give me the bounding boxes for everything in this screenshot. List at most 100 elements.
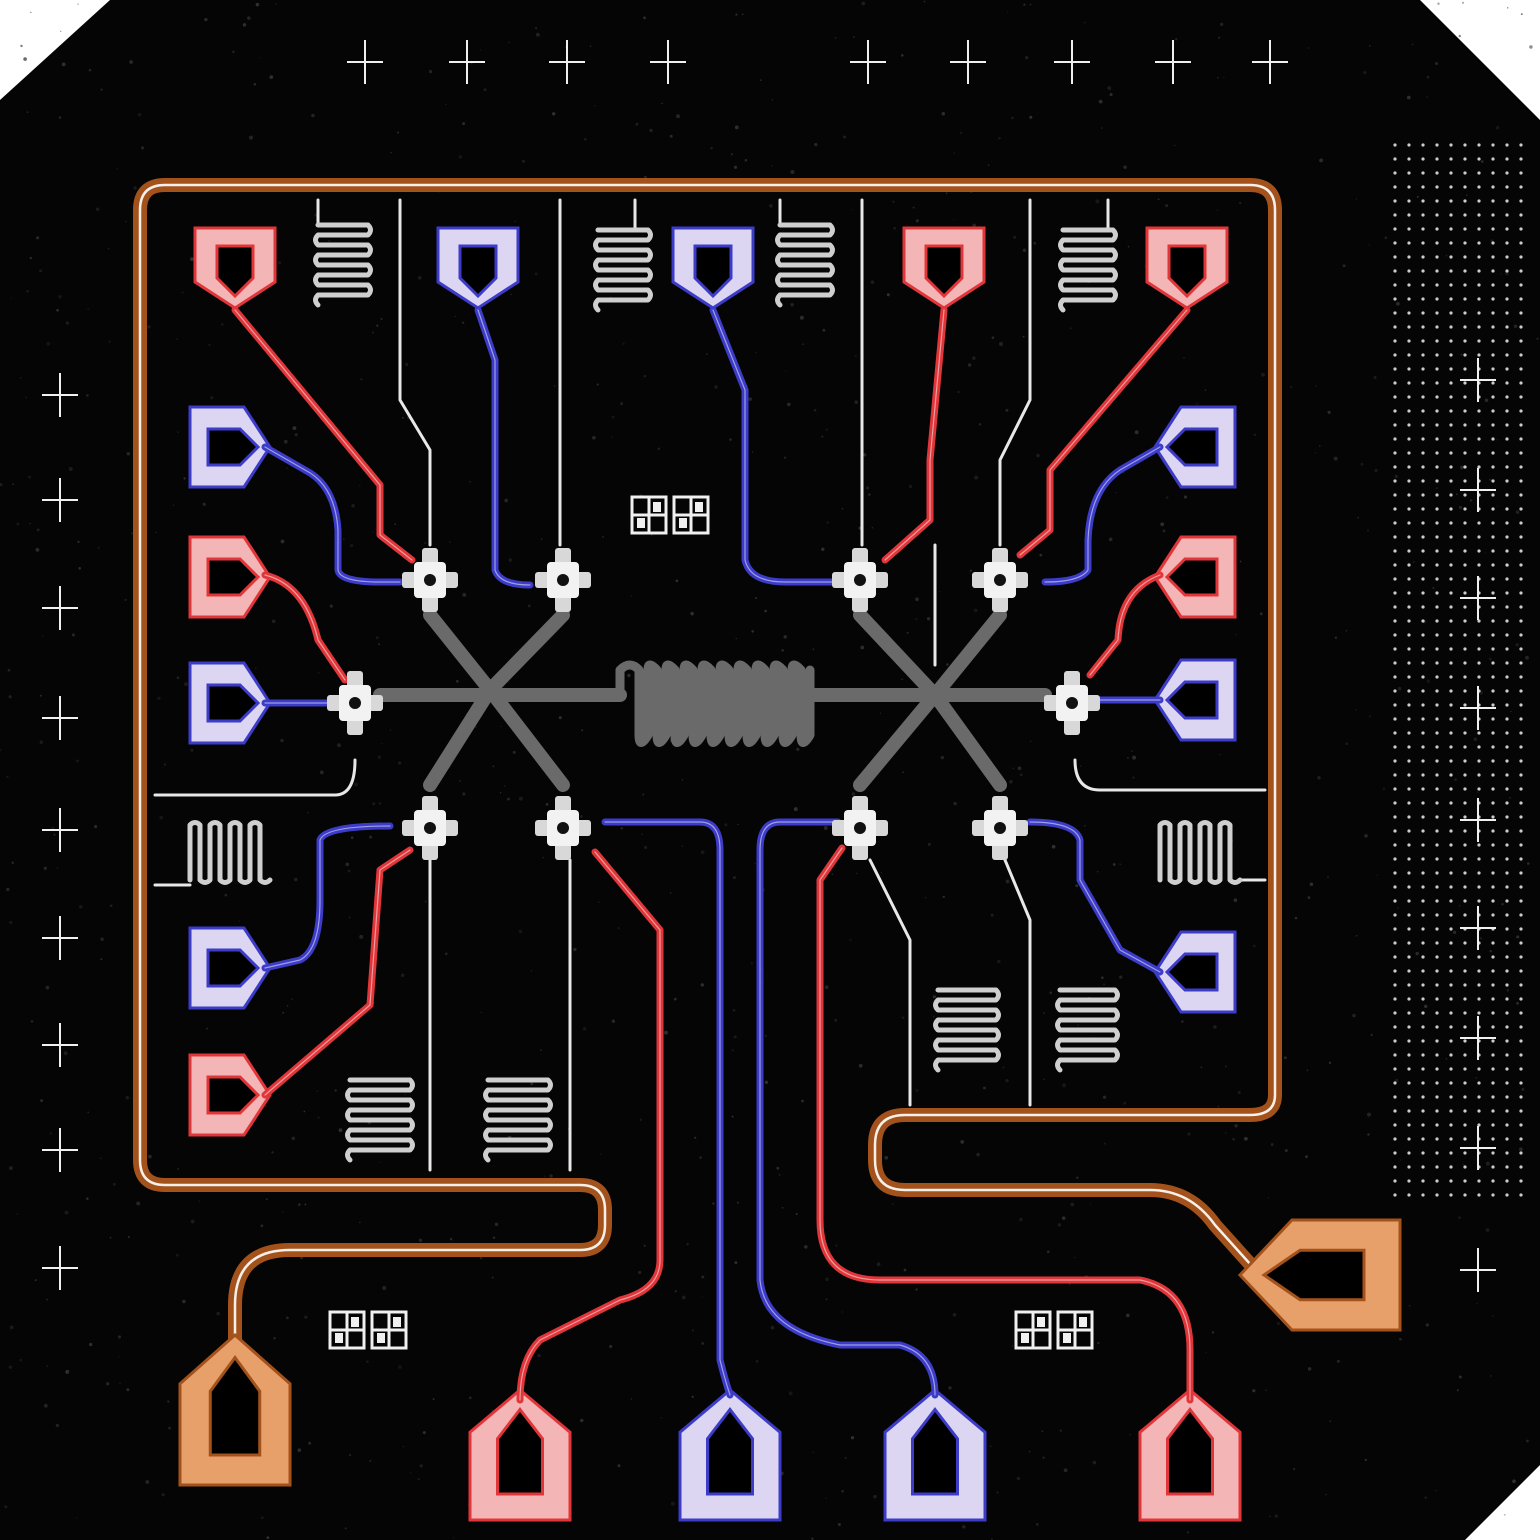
via-dot — [1407, 1081, 1411, 1085]
via-dot — [1477, 269, 1481, 273]
via-dot — [1421, 829, 1425, 833]
via-dot — [1435, 969, 1439, 973]
speckle — [157, 696, 161, 700]
via-dot — [1393, 451, 1397, 455]
via-dot — [1449, 689, 1453, 693]
via-dot — [1421, 815, 1425, 819]
speckle — [11, 861, 14, 864]
speckle — [1270, 1143, 1274, 1146]
via-dot — [1435, 885, 1439, 889]
speckle — [694, 1136, 697, 1139]
via-dot — [1463, 1165, 1467, 1169]
speckle — [923, 0, 926, 3]
via-dot — [1393, 703, 1397, 707]
speckle — [1314, 385, 1317, 388]
via-dot — [1505, 633, 1509, 637]
speckle — [470, 62, 473, 65]
via-dot — [1463, 787, 1467, 791]
speckle — [177, 431, 179, 433]
via-dot — [1393, 605, 1397, 609]
via-dot — [1421, 185, 1425, 189]
via-dot — [1519, 577, 1523, 581]
via-dot — [1449, 731, 1453, 735]
via-dot — [1421, 605, 1425, 609]
via-dot — [1435, 1067, 1439, 1071]
speckle — [1355, 935, 1358, 937]
speckle — [36, 236, 40, 240]
speckle — [751, 451, 754, 453]
speckle — [825, 1298, 828, 1301]
speckle — [30, 1019, 34, 1023]
speckle — [253, 83, 257, 86]
via-dot — [1491, 157, 1495, 161]
speckle — [398, 1365, 402, 1369]
speckle — [754, 596, 758, 600]
via-dot — [1435, 913, 1439, 917]
via-dot — [1407, 759, 1411, 763]
speckle — [990, 913, 994, 917]
via-dot — [1505, 367, 1509, 371]
crosshair-marker — [42, 586, 78, 630]
speckle — [1325, 1493, 1327, 1496]
via-dot — [1505, 1053, 1509, 1057]
speckle — [948, 1386, 952, 1390]
via-dot — [1393, 731, 1397, 735]
speckle — [129, 60, 133, 64]
qubit — [535, 548, 591, 612]
speckle — [1516, 956, 1518, 958]
via-dot — [1519, 1109, 1523, 1113]
speckle — [382, 1286, 387, 1290]
via-dot — [1393, 619, 1397, 623]
speckle — [549, 1174, 553, 1178]
speckle — [793, 807, 798, 812]
speckle — [814, 142, 818, 147]
via-dot — [1463, 171, 1467, 175]
via-dot — [1421, 927, 1425, 931]
speckle — [1194, 821, 1196, 823]
via-dot — [1393, 591, 1397, 595]
via-dot — [1519, 1011, 1523, 1015]
speckle — [1342, 264, 1346, 268]
via-dot — [1449, 829, 1453, 833]
speckle — [837, 1523, 841, 1526]
speckle — [1495, 126, 1500, 130]
speckle — [1187, 1132, 1191, 1136]
via-dot — [1449, 493, 1453, 497]
via-dot — [1463, 563, 1467, 567]
speckle — [1397, 907, 1400, 909]
speckle — [796, 747, 800, 751]
readout-meander — [313, 222, 373, 308]
speckle — [314, 213, 318, 217]
qubit — [327, 671, 383, 735]
via-dot — [1407, 493, 1411, 497]
speckle — [100, 958, 103, 961]
via-dot — [1393, 1081, 1397, 1085]
via-dot — [1407, 171, 1411, 175]
via-dot — [1407, 157, 1411, 161]
speckle — [1005, 1078, 1009, 1083]
speckle — [232, 50, 235, 54]
speckle — [1160, 522, 1165, 527]
speckle — [1002, 1066, 1005, 1069]
via-dot — [1463, 199, 1467, 203]
speckle — [1462, 1163, 1465, 1166]
via-dot — [1407, 563, 1411, 567]
speckle — [136, 1201, 141, 1206]
speckle — [1022, 248, 1027, 253]
via-dot — [1407, 381, 1411, 385]
speckle — [812, 1451, 815, 1454]
speckle — [1479, 937, 1483, 940]
speckle — [714, 385, 718, 389]
via-dot — [1393, 941, 1397, 945]
speckle — [1284, 1149, 1288, 1153]
via-dot — [1449, 1053, 1453, 1057]
speckle — [804, 1245, 808, 1249]
via-dot — [1505, 941, 1509, 945]
speckle — [379, 1161, 381, 1163]
via-dot — [1463, 647, 1467, 651]
speckle — [359, 1221, 361, 1224]
blue-bond-pad-opening — [206, 948, 261, 988]
crosshair-marker — [1460, 576, 1496, 620]
via-dot — [1463, 745, 1467, 749]
